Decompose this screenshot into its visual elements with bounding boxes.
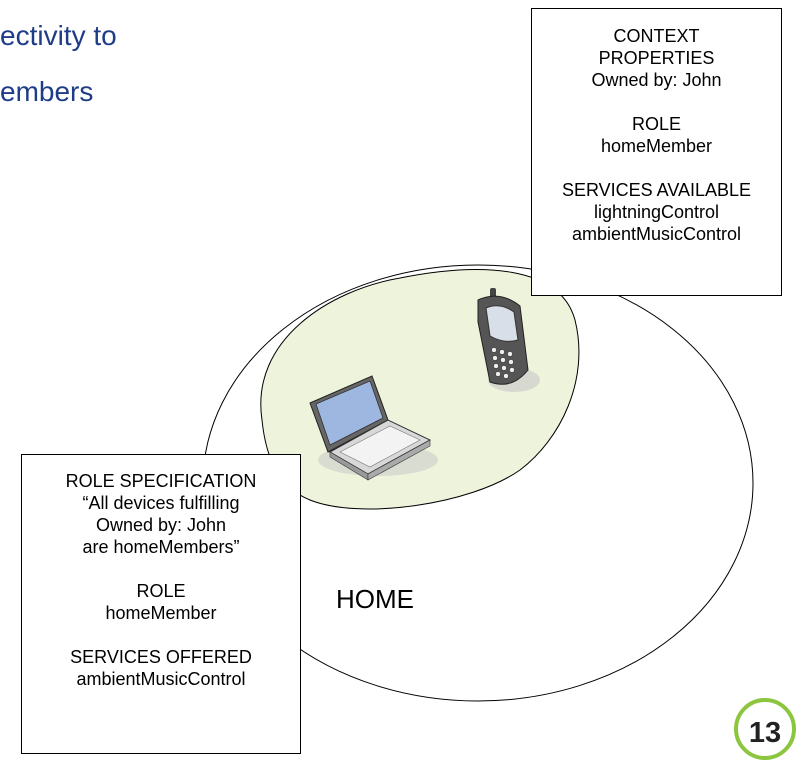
- role-quote-1: “All devices fulfilling: [82, 493, 240, 513]
- home-label: HOME: [336, 584, 414, 614]
- phone-icon: [477, 288, 540, 392]
- role-role-label: ROLE: [136, 581, 186, 601]
- page-number-badge: 13: [734, 698, 796, 760]
- role-specification-box: ROLE SPECIFICATION “All devices fulfilli…: [21, 454, 301, 754]
- role-services-label: SERVICES OFFERED: [70, 647, 252, 667]
- context-owner: Owned by: John: [591, 70, 722, 90]
- context-heading-1: CONTEXT: [613, 26, 700, 46]
- role-service-1: ambientMusicControl: [76, 669, 246, 689]
- context-role-label: ROLE: [631, 114, 682, 134]
- slide-title-line-1: ectivity to: [0, 20, 117, 51]
- laptop-icon: [309, 375, 438, 481]
- context-heading-2: PROPERTIES: [598, 48, 715, 68]
- context-role-value: homeMember: [600, 136, 713, 156]
- context-services-label: SERVICES AVAILABLE: [561, 180, 752, 200]
- context-properties-box: CONTEXT PROPERTIES Owned by: John ROLE h…: [531, 8, 782, 296]
- context-service-1: lightningControl: [593, 202, 720, 222]
- role-heading: ROLE SPECIFICATION: [65, 471, 257, 491]
- context-service-2: ambientMusicControl: [571, 224, 742, 244]
- role-role-value: homeMember: [105, 603, 217, 623]
- role-quote-3: are homeMembers”: [82, 537, 240, 557]
- role-quote-2: Owned by: John: [95, 515, 227, 535]
- slide-title-line-2: embers: [0, 76, 94, 107]
